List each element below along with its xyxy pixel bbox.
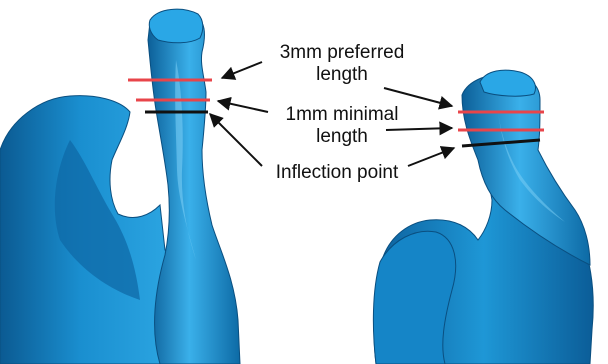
label-minimal-line2: length (262, 126, 422, 148)
left-model-stem (148, 11, 240, 364)
label-inflection-text: Inflection point (262, 162, 412, 184)
label-preferred-length: 3mm preferred length (262, 42, 422, 86)
label-preferred-line1: 3mm preferred (262, 42, 422, 64)
arrow-inflection-right (408, 148, 454, 166)
arrow-inflection-left (210, 114, 262, 166)
arrow-minimal-left (218, 101, 268, 112)
label-minimal-line1: 1mm minimal (262, 104, 422, 126)
left-model-tip (149, 9, 203, 43)
right-model-tip (480, 70, 535, 96)
label-preferred-line2: length (262, 64, 422, 86)
left-model (0, 9, 240, 364)
label-inflection-point: Inflection point (262, 162, 412, 184)
arrow-preferred-left (222, 62, 262, 78)
label-minimal-length: 1mm minimal length (262, 104, 422, 148)
